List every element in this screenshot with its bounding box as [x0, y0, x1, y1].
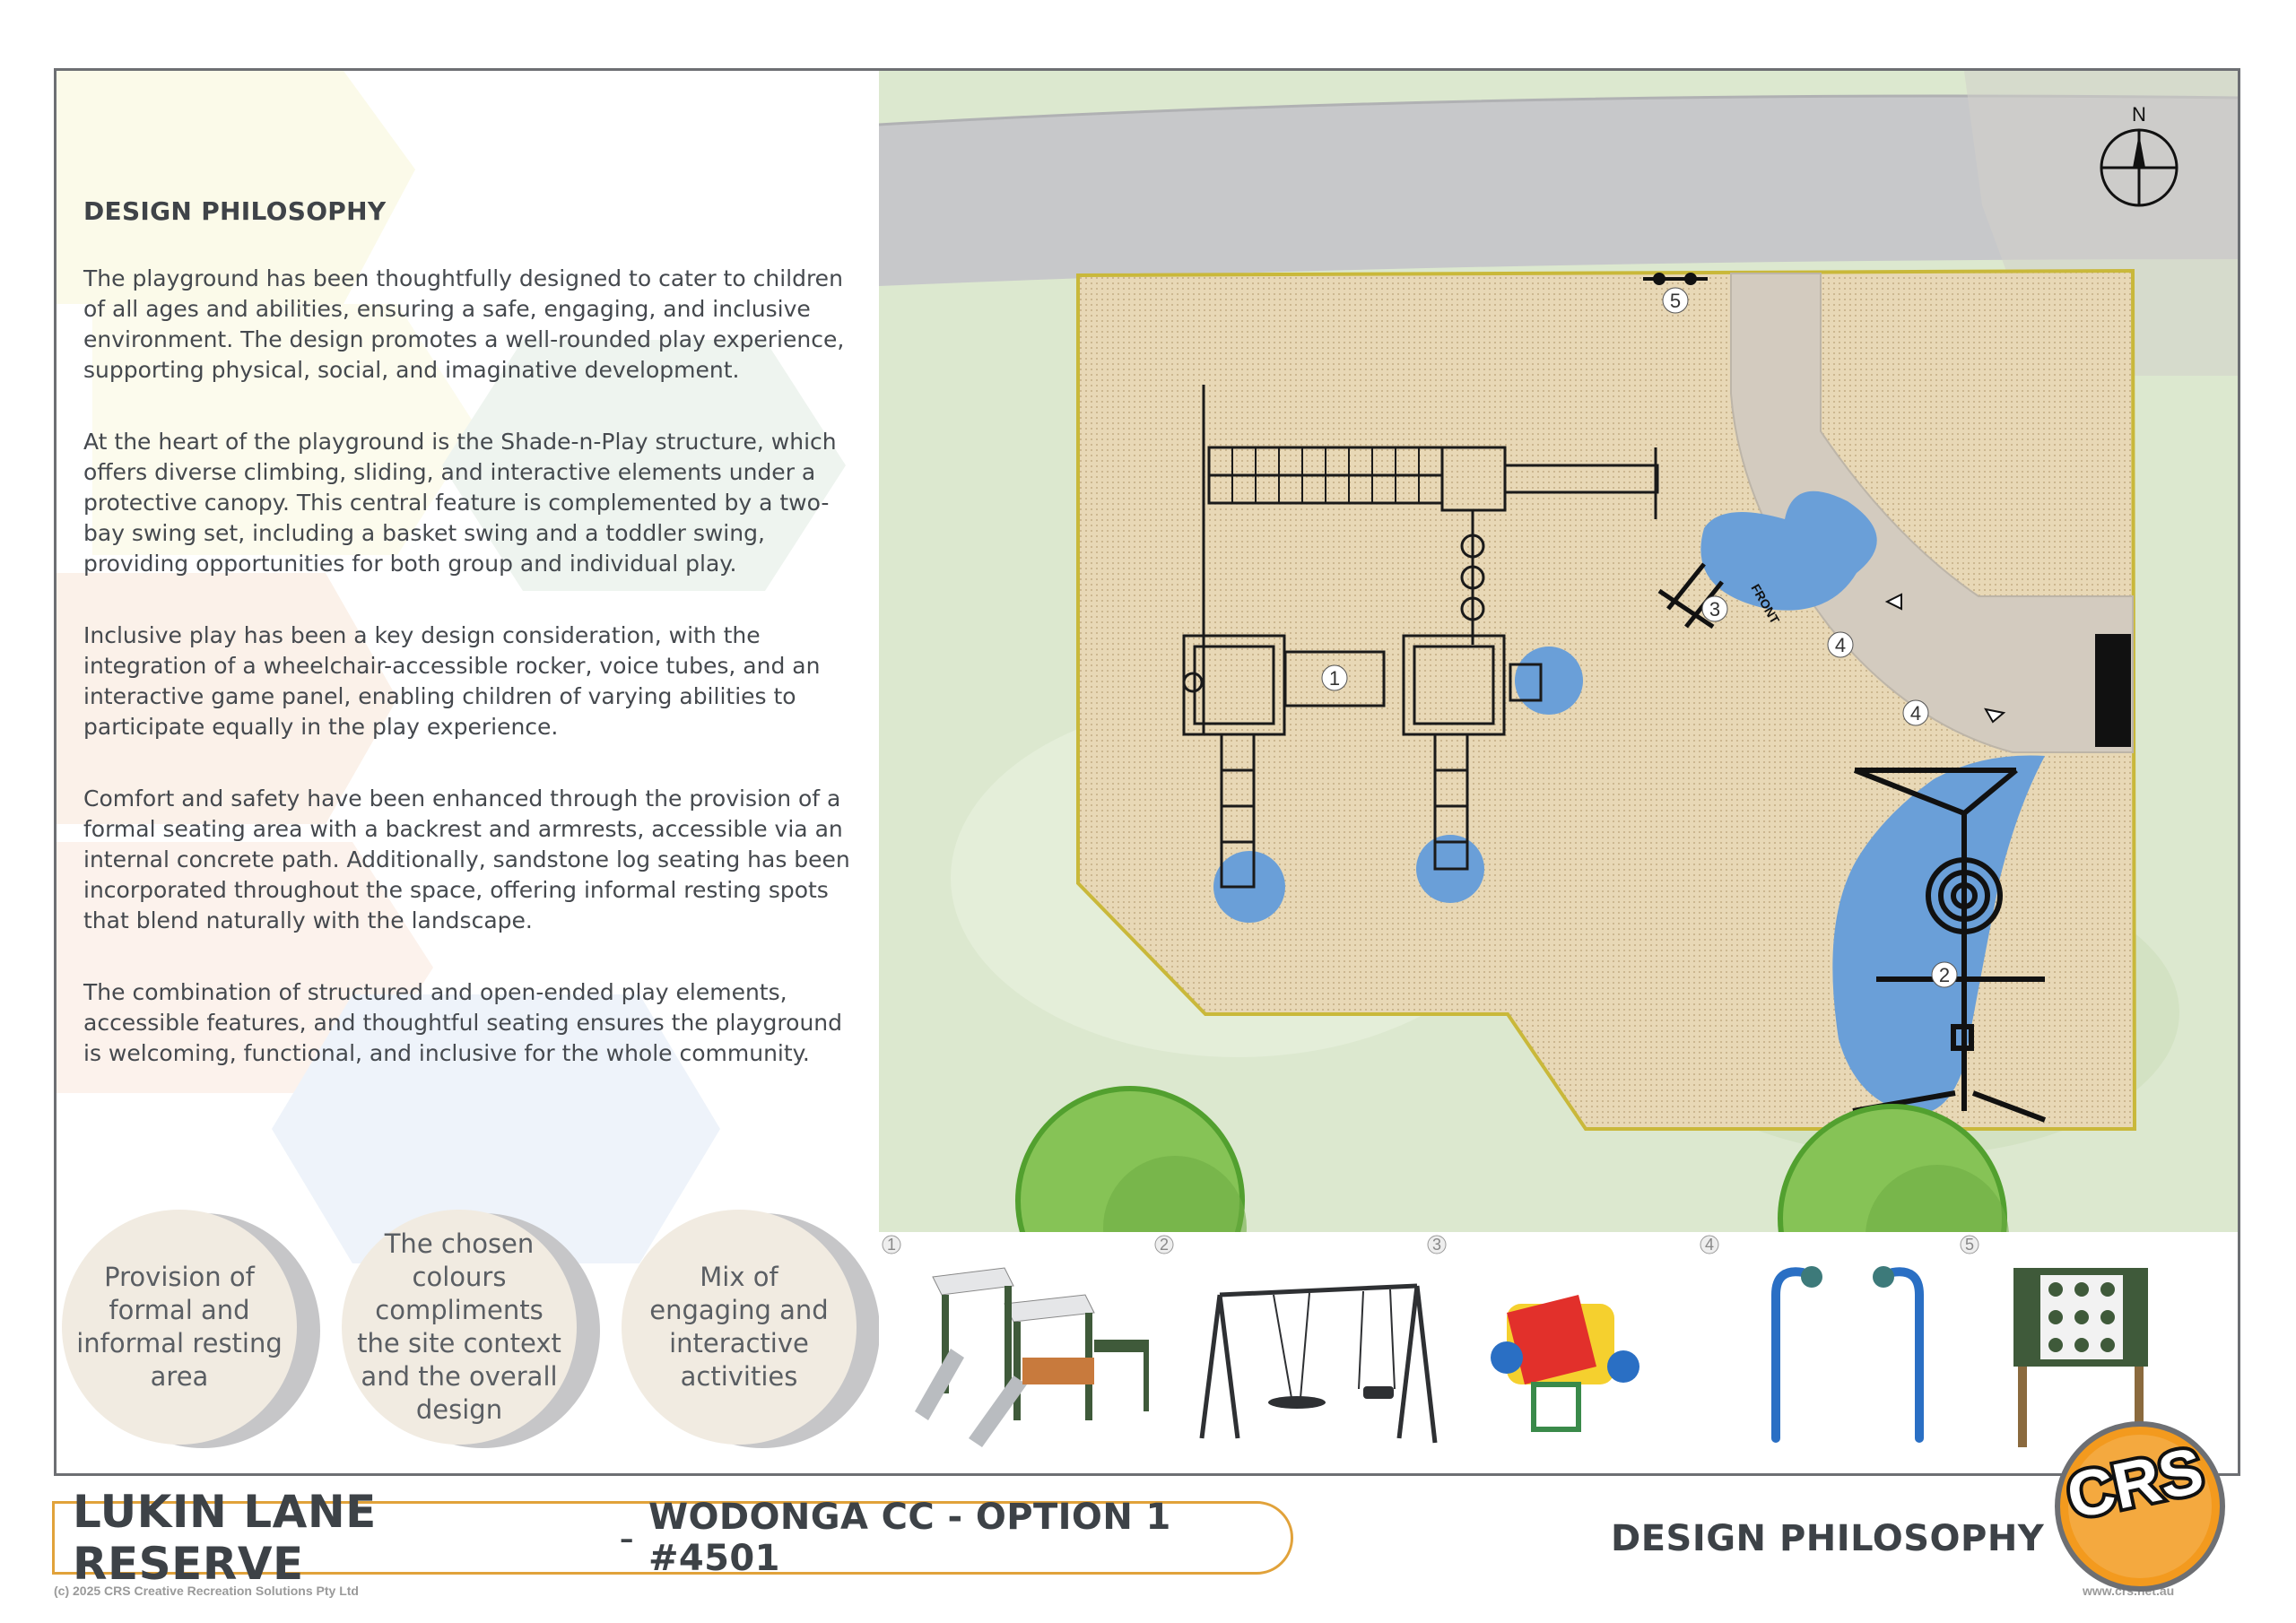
highlight-colours: The chosen colours compliments the site … — [342, 1210, 600, 1452]
equipment-number-1: 1 — [887, 1236, 896, 1254]
marker-4b: 4 — [1910, 702, 1921, 725]
equipment-number-5: 5 — [1965, 1236, 1974, 1254]
highlight-activities: Mix of engaging and interactive activiti… — [622, 1210, 880, 1452]
basket-swing-icon — [1268, 1396, 1326, 1409]
concrete-path — [1730, 273, 2134, 753]
shade-n-play-structure-icon — [1182, 385, 1659, 889]
north-label: N — [2132, 103, 2146, 126]
design-philosophy-heading: DESIGN PHILOSOPHY — [83, 196, 387, 226]
marker-4a: 4 — [1835, 634, 1846, 656]
highlight-resting-area: Provision of formal and informal resting… — [62, 1210, 320, 1452]
philosophy-paragraph-3: Inclusive play has been a key design con… — [83, 622, 821, 740]
tree-canopy-icon — [1778, 1104, 2009, 1232]
softfall-rocker — [1700, 490, 1877, 611]
north-arrow-icon: N — [2100, 103, 2179, 207]
highlight-text: Provision of formal and informal resting… — [76, 1262, 283, 1392]
equipment-number-4: 4 — [1705, 1236, 1714, 1254]
road — [879, 96, 2238, 286]
equipment-number-3: 3 — [1432, 1236, 1441, 1254]
game-panel-icon — [2013, 1268, 2148, 1447]
philosophy-paragraph-5: The combination of structured and open-e… — [83, 979, 842, 1066]
crs-logo: CRS — [2055, 1421, 2225, 1592]
shade-n-play-structure-icon — [915, 1267, 1149, 1447]
bench-icon — [2095, 634, 2131, 747]
site-plan: FRONT 1 2 3 4 — [879, 71, 2238, 1232]
project-title: LUKIN LANE RESERVE — [73, 1486, 377, 1590]
marker-2: 2 — [1939, 964, 1950, 986]
background-hexagons — [57, 71, 846, 1263]
equipment-strip: 1 2 3 4 5 — [879, 1232, 2238, 1473]
accessible-rocker-icon — [1491, 1295, 1639, 1432]
project-subtitle: WODONGA CC - OPTION 1 #4501 — [648, 1497, 1171, 1579]
marker-1: 1 — [1329, 667, 1340, 690]
game-panel-top-icon — [1643, 273, 1708, 285]
marker-5: 5 — [1670, 290, 1681, 312]
title-separator: - — [619, 1514, 634, 1562]
softfall-swing — [1832, 755, 2045, 1114]
two-bay-swing-set-icon — [1199, 1283, 1438, 1444]
philosophy-paragraph-4: Comfort and safety have been enhanced th… — [83, 785, 850, 933]
voice-tubes-icon — [1771, 1267, 1924, 1443]
drawing-frame: DESIGN PHILOSOPHY The playground has bee… — [54, 68, 2240, 1476]
softfall-circle — [1515, 647, 1583, 715]
highlight-circles: Provision of formal and informal resting… — [62, 1210, 882, 1470]
marker-3: 3 — [1709, 598, 1720, 621]
copyright-text: (c) 2025 CRS Creative Recreation Solutio… — [54, 1584, 359, 1598]
project-title-box: LUKIN LANE RESERVE - WODONGA CC - OPTION… — [52, 1486, 1293, 1590]
philosophy-paragraph-2: At the heart of the playground is the Sh… — [83, 429, 837, 577]
design-philosophy-panel: DESIGN PHILOSOPHY The playground has bee… — [57, 71, 882, 1473]
philosophy-paragraph-1: The playground has been thoughtfully des… — [83, 265, 845, 383]
section-title: DESIGN PHILOSOPHY — [1611, 1518, 2045, 1559]
tree-canopy-icon — [1015, 1086, 1247, 1232]
highlight-text: Mix of engaging and interactive activiti… — [649, 1262, 829, 1392]
equipment-number-2: 2 — [1160, 1236, 1169, 1254]
highlight-text: The chosen colours compliments the site … — [357, 1228, 561, 1425]
toddler-swing-icon — [1363, 1386, 1394, 1399]
